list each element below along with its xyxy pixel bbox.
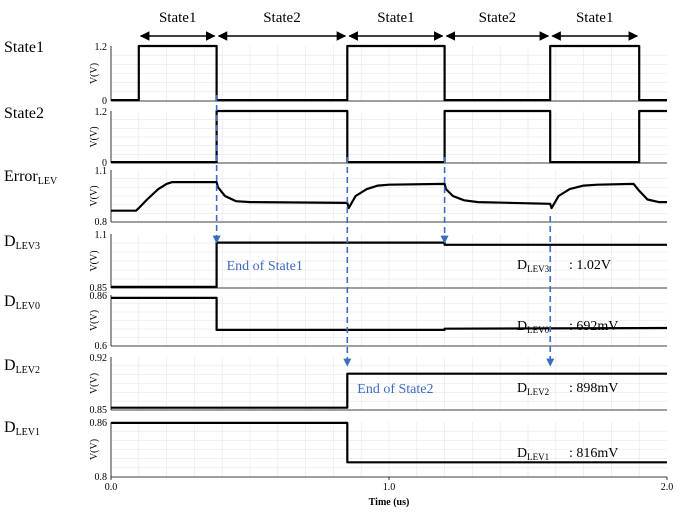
y-axis-label: V(V) (89, 310, 100, 331)
y-tick-label-max: 1.2 (95, 42, 108, 53)
value-label-dlev3: DLEV3 : 1.02V (517, 258, 611, 274)
value-name-dlev3-main: D (517, 258, 527, 273)
signal-name-state2: State2 (4, 105, 44, 122)
signal-trace-errorlev (111, 181, 667, 212)
y-axis-label: V(V) (89, 250, 100, 271)
y-tick-label-min: 0.85 (90, 283, 108, 294)
y-tick-label-max: 0.86 (90, 418, 108, 429)
value-text: : 692mV (569, 319, 618, 334)
y-tick-label-min: 0 (102, 96, 107, 107)
signal-name-dlev0: DLEV0 (4, 293, 40, 312)
value-label-dlev1: DLEV1 : 816mV (517, 446, 618, 462)
y-tick-label-max: 1.1 (95, 166, 108, 177)
signal-trace-dlev3 (111, 241, 667, 288)
signal-name-dlev3-subscript: LEV3 (16, 241, 40, 252)
value-name-dlev2-subscript: LEV2 (527, 387, 549, 397)
signal-trace-dlev0 (111, 296, 668, 331)
signal-name-dlev0-subscript: LEV0 (16, 301, 40, 312)
x-tick-label: 2.0 (661, 482, 674, 493)
state-span-label: State1 (159, 10, 197, 26)
y-axis-label: V(V) (89, 185, 100, 206)
signal-name-dlev1-subscript: LEV1 (16, 427, 40, 438)
value-label-dlev0: DLEV0 : 692mV (517, 319, 618, 335)
value-text: : 898mV (569, 381, 618, 396)
signal-name-dlev2-subscript: LEV2 (16, 365, 40, 376)
value-name-dlev1: DLEV1 (517, 446, 549, 462)
x-tick-label: 0.0 (105, 482, 118, 493)
value-label-dlev2: DLEV2 : 898mV (517, 381, 618, 397)
value-name-dlev2: DLEV2 (517, 381, 549, 397)
y-tick-label-min: 0 (102, 158, 107, 169)
signal-trace-state1 (111, 44, 667, 102)
value-text: : 816mV (569, 446, 618, 461)
x-axis-title: Time (us) (369, 497, 410, 508)
signal-trace-dlev2 (111, 372, 667, 409)
y-axis-label: V(V) (89, 439, 100, 460)
value-name-dlev0-main: D (517, 319, 527, 334)
value-name-dlev2-main: D (517, 381, 527, 396)
y-tick-label-max: 0.92 (90, 353, 108, 364)
state-span-label: State1 (576, 10, 614, 26)
y-tick-label-max: 1.1 (95, 230, 108, 241)
value-name-dlev0-subscript: LEV0 (527, 325, 549, 335)
signal-name-dlev1-main: D (4, 419, 16, 436)
signal-name-errorlev: ErrorLEV (4, 168, 58, 187)
signal-name-errorlev-subscript: LEV (38, 176, 58, 187)
y-tick-label-max: 0.86 (90, 291, 108, 302)
annotation-end-of-state1: End of State1 (227, 259, 303, 274)
signal-name-dlev3: DLEV3 (4, 233, 40, 252)
state-span-label: State2 (263, 10, 301, 26)
y-axis-label: V(V) (89, 126, 100, 147)
signal-name-dlev1: DLEV1 (4, 419, 40, 438)
signal-name-state2-main: State2 (4, 105, 44, 122)
y-tick-label-max: 1.2 (95, 107, 108, 118)
value-name-dlev1-subscript: LEV1 (527, 452, 549, 462)
signal-name-dlev0-main: D (4, 293, 16, 310)
y-tick-label-min: 0.8 (95, 217, 108, 228)
state-span-label: State2 (479, 10, 517, 26)
value-name-dlev3-subscript: LEV3 (527, 264, 549, 274)
value-name-dlev3: DLEV3 (517, 258, 550, 274)
signal-name-dlev2: DLEV2 (4, 357, 40, 376)
value-text: : 1.02V (569, 258, 611, 273)
y-tick-label-min: 0.6 (95, 341, 108, 352)
y-axis-label: V(V) (89, 63, 100, 84)
value-name-dlev0: DLEV0 (517, 319, 550, 335)
y-axis-label: V(V) (89, 373, 100, 394)
signal-name-state1: State1 (4, 39, 44, 56)
signal-name-state1-main: State1 (4, 39, 44, 56)
signal-trace-dlev1 (111, 421, 667, 464)
signal-name-dlev2-main: D (4, 357, 16, 374)
y-tick-label-min: 0.8 (95, 472, 108, 483)
value-name-dlev1-main: D (517, 446, 527, 461)
signal-name-dlev3-main: D (4, 233, 16, 250)
x-tick-label: 1.0 (383, 482, 396, 493)
state-span-label: State1 (377, 10, 415, 26)
y-tick-label-min: 0.85 (90, 405, 108, 416)
annotation-end-of-state2: End of State2 (357, 382, 433, 397)
signal-name-errorlev-main: Error (4, 168, 38, 185)
